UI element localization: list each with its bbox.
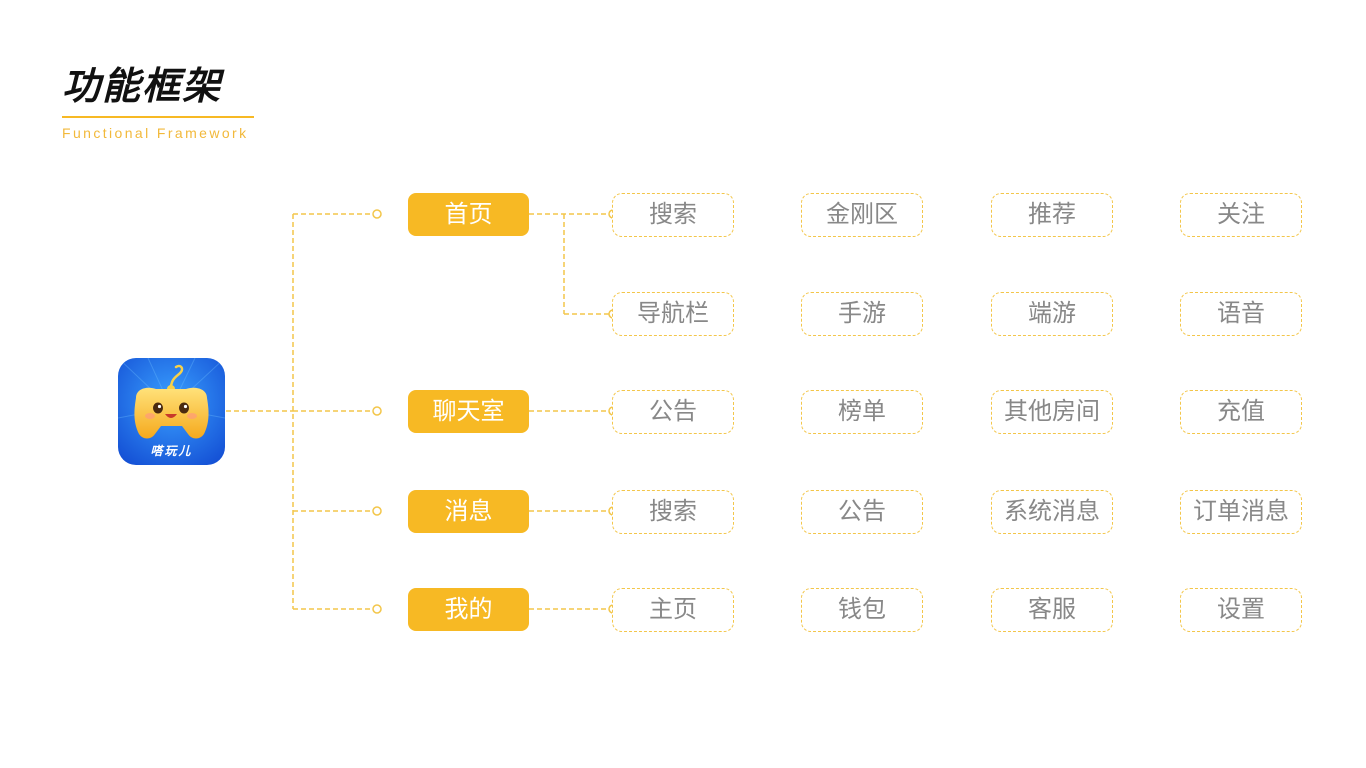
- leaf-item[interactable]: 搜索: [612, 193, 734, 237]
- leaf-item[interactable]: 订单消息: [1180, 490, 1302, 534]
- connector-dot: [372, 406, 382, 416]
- connector-dot: [372, 604, 382, 614]
- app-icon: 嗒玩儿: [118, 358, 225, 465]
- app-icon-label: 嗒玩儿: [150, 444, 193, 458]
- connector-dot: [372, 209, 382, 219]
- leaf-item[interactable]: 关注: [1180, 193, 1302, 237]
- leaf-item[interactable]: 搜索: [612, 490, 734, 534]
- connector-dot: [372, 506, 382, 516]
- category-messages[interactable]: 消息: [408, 490, 529, 533]
- category-mine[interactable]: 我的: [408, 588, 529, 631]
- page-title: 功能框架: [62, 64, 223, 108]
- leaf-item[interactable]: 金刚区: [801, 193, 923, 237]
- title-underline: [62, 116, 254, 118]
- leaf-item[interactable]: 推荐: [991, 193, 1113, 237]
- leaf-item[interactable]: 语音: [1180, 292, 1302, 336]
- category-chatroom[interactable]: 聊天室: [408, 390, 529, 433]
- leaf-item[interactable]: 充值: [1180, 390, 1302, 434]
- leaf-item[interactable]: 公告: [801, 490, 923, 534]
- leaf-item[interactable]: 其他房间: [991, 390, 1113, 434]
- leaf-item[interactable]: 系统消息: [991, 490, 1113, 534]
- leaf-item[interactable]: 钱包: [801, 588, 923, 632]
- leaf-item[interactable]: 客服: [991, 588, 1113, 632]
- leaf-item[interactable]: 榜单: [801, 390, 923, 434]
- leaf-item[interactable]: 主页: [612, 588, 734, 632]
- leaf-item[interactable]: 公告: [612, 390, 734, 434]
- leaf-item[interactable]: 端游: [991, 292, 1113, 336]
- leaf-item[interactable]: 设置: [1180, 588, 1302, 632]
- category-home[interactable]: 首页: [408, 193, 529, 236]
- page-subtitle: Functional Framework: [62, 125, 249, 141]
- leaf-item[interactable]: 手游: [801, 292, 923, 336]
- gamepad-mascot-icon: [118, 358, 225, 465]
- leaf-item[interactable]: 导航栏: [612, 292, 734, 336]
